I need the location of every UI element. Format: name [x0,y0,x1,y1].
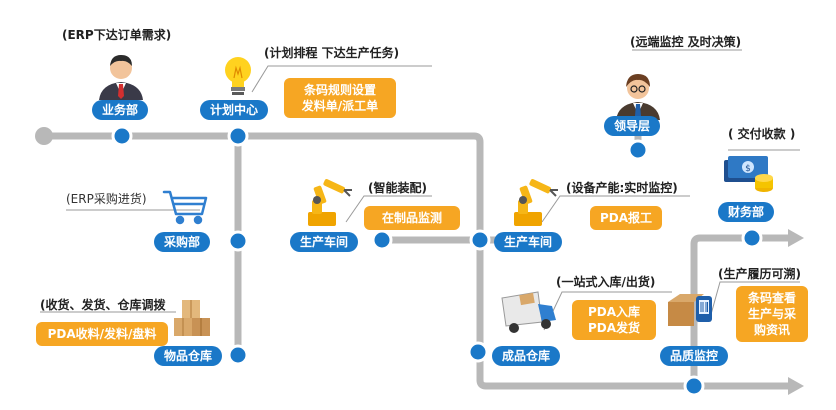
callout-quality [709,281,800,319]
callout-lines [40,49,800,331]
boxes-icon [174,300,210,336]
note-planning: (计划排程 下达生产任务) [264,46,400,60]
truck-icon [501,291,556,333]
pill-finance: 财务部 [718,202,775,222]
tag-planning-line-2: 发料单/派工单 [301,99,379,113]
pill-leader: 领导层 [604,116,661,136]
dot-quality [683,375,705,397]
businessman-icon [99,55,143,100]
note-workshop-a: (智能装配) [368,181,427,195]
dot-planning [227,125,249,147]
arrow-bottom [788,377,804,395]
pill-planning: 计划中心 [200,100,269,120]
lightbulb-icon [225,57,251,95]
tag-planning-line-1: 条码规则设置 [303,83,376,97]
note-finance: ( 交付收款 ) [728,127,796,141]
tag-workshop-b: PDA报工 [590,206,662,230]
dot-purchase [227,230,249,252]
robot-arm-icon-a [308,179,352,226]
dot-material [227,344,249,366]
money-icon: $ [724,156,773,192]
shopping-cart-icon [162,190,208,225]
tag-workshop-b-line-1: PDA报工 [599,211,653,225]
dot-product [467,341,489,363]
tag-quality-line-1: 条码查看 [747,291,796,305]
dot-junction [469,229,491,251]
barcode-scanner-icon [668,294,712,326]
main-line [40,132,794,390]
pill-business: 业务部 [92,100,149,120]
tag-product-line-2: PDA发货 [587,321,641,335]
finance-branch [690,234,794,390]
note-workshop-b: (设备产能:实时监控) [566,181,678,195]
callout-workshop-b [541,195,690,223]
tag-product: PDA入库 PDA发货 [572,300,656,340]
note-quality: (生产履历可溯) [718,267,801,281]
tag-quality: 条码查看 生产与采 购资讯 [736,286,808,342]
arrow-top [788,229,804,247]
tag-quality-line-2: 生产与采 [747,307,796,321]
note-business: (ERP下达订单需求) [62,28,172,42]
tag-material-line-1: PDA收料/发料/盘料 [47,327,157,341]
svg-text:$: $ [745,164,751,174]
start-node [35,127,53,145]
tag-product-line-1: PDA入库 [587,305,641,319]
tag-material: PDA收料/发料/盘料 [36,322,168,346]
dot-business [111,125,133,147]
manager-icon [616,74,660,120]
tag-quality-line-3: 购资讯 [753,323,790,337]
note-product: (一站式入库/出货) [556,275,656,289]
tag-planning: 条码规则设置 发料单/派工单 [284,78,396,118]
robot-arm-icon-b [514,179,558,226]
callout-workshop-a [345,195,432,223]
pill-quality: 品质监控 [660,346,729,366]
dot-leader [627,139,649,161]
dot-workshop-a [371,229,393,251]
dot-finance [741,227,763,249]
note-leader: (远端监控 及时决策) [630,35,742,49]
pill-workshop-a: 生产车间 [290,232,359,252]
note-purchase: (ERP采购进货) [66,192,147,206]
tag-workshop-a-line-1: 在制品监测 [381,211,442,225]
note-material: (收货、发货、仓库调拨 [40,298,166,312]
callout-planning [251,65,432,93]
pill-workshop-b: 生产车间 [494,232,563,252]
pill-purchase: 采购部 [154,232,211,252]
pill-material: 物品仓库 [154,346,223,366]
pill-product: 成品仓库 [492,346,561,366]
arrowheads [788,229,804,395]
tag-workshop-a: 在制品监测 [364,206,460,230]
node-dots [111,125,763,397]
